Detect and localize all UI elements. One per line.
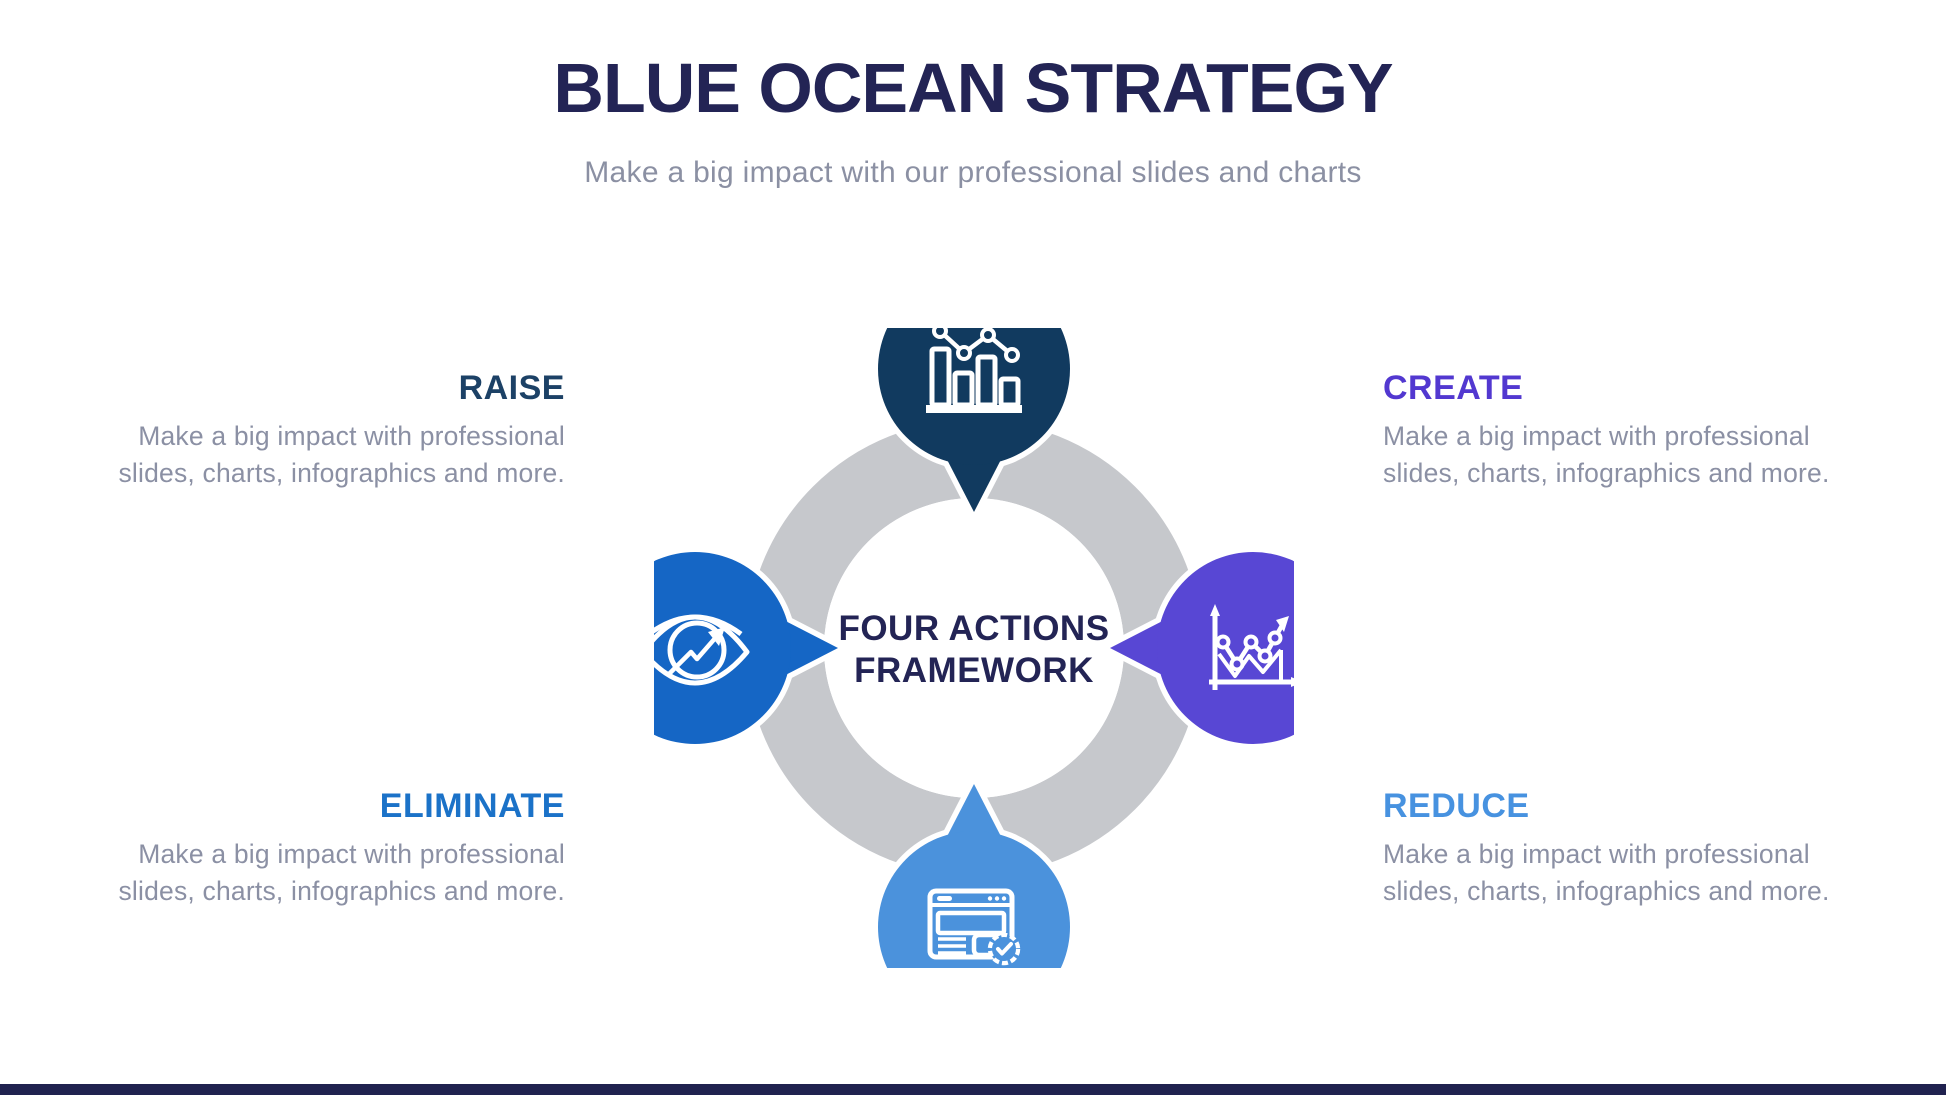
center-circle bbox=[824, 498, 1124, 798]
bar-chart-icon bbox=[926, 328, 1022, 413]
item-raise: RAISE Make a big impact with professiona… bbox=[85, 368, 565, 492]
eye-icon bbox=[654, 614, 750, 686]
item-eliminate: ELIMINATE Make a big impact with profess… bbox=[85, 786, 565, 910]
item-eliminate-label: ELIMINATE bbox=[379, 787, 565, 825]
browser-icon bbox=[927, 888, 1021, 966]
item-create: CREATE Make a big impact with profession… bbox=[1383, 368, 1863, 492]
page-subtitle: Make a big impact with our professional … bbox=[584, 156, 1362, 189]
line-chart-icon bbox=[1209, 604, 1294, 690]
reduce-bubble bbox=[872, 778, 1076, 968]
center-label-line1: FOUR ACTIONS bbox=[838, 609, 1109, 648]
item-reduce: REDUCE Make a big impact with profession… bbox=[1383, 786, 1863, 910]
page-title: BLUE OCEAN STRATEGY bbox=[553, 49, 1393, 127]
item-raise-label: RAISE bbox=[458, 369, 565, 407]
four-actions-diagram: FOUR ACTIONS FRAMEWORK bbox=[654, 328, 1294, 968]
eliminate-bubble bbox=[654, 546, 844, 750]
center-label-line2: FRAMEWORK bbox=[854, 651, 1094, 690]
item-create-description: Make a big impact with professional slid… bbox=[1383, 421, 1830, 488]
footer-bar bbox=[0, 1084, 1946, 1095]
item-eliminate-description: Make a big impact with professional slid… bbox=[118, 839, 565, 906]
item-raise-description: Make a big impact with professional slid… bbox=[118, 421, 565, 488]
item-reduce-description: Make a big impact with professional slid… bbox=[1383, 839, 1830, 906]
item-reduce-label: REDUCE bbox=[1383, 787, 1530, 825]
item-create-label: CREATE bbox=[1383, 369, 1524, 407]
